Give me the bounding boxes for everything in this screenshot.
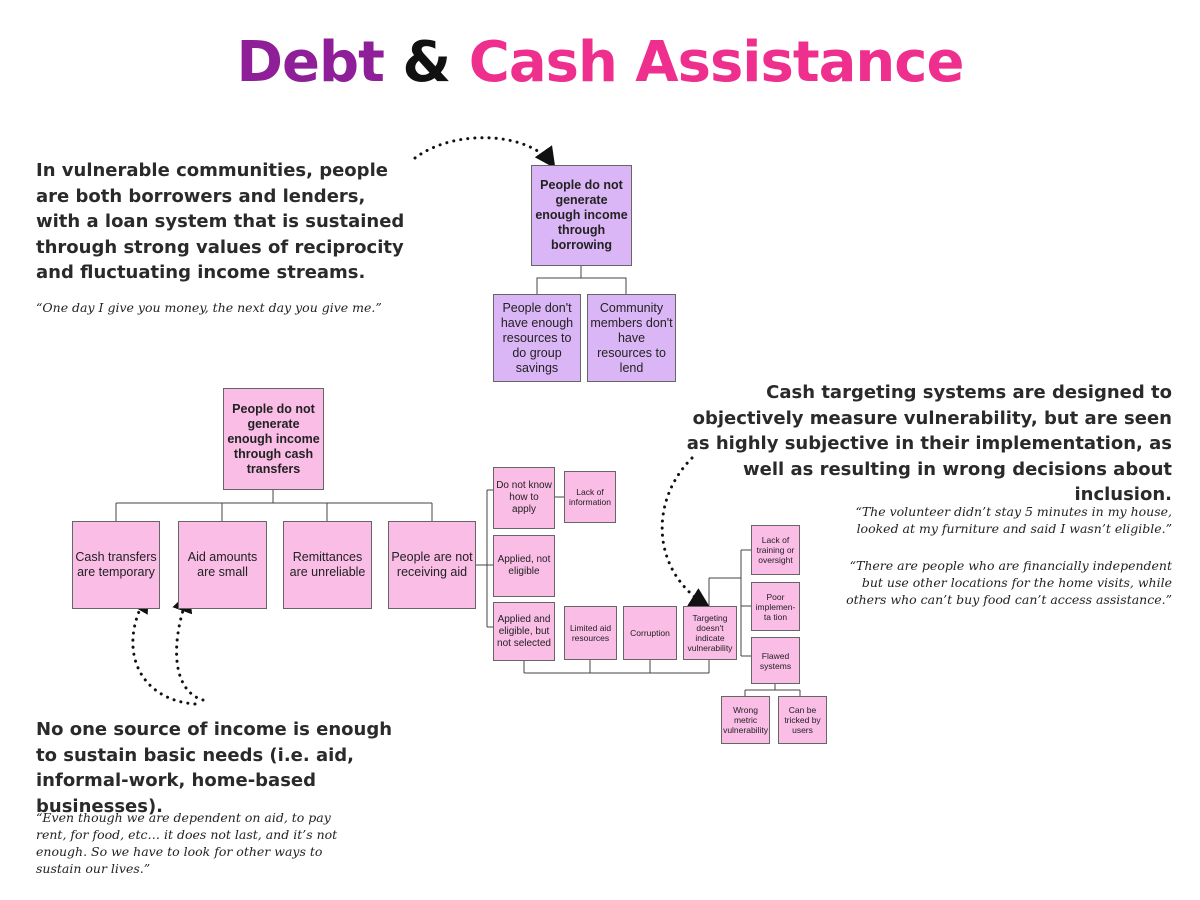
cause-targeting: Targeting doesn't indicate vulnerability: [683, 606, 737, 660]
borrowing-heading: In vulnerable communities, people are bo…: [36, 160, 405, 283]
targeting-quote-1: “The volunteer didn’t stay 5 minutes in …: [855, 504, 1172, 536]
page-title: Debt & Cash Assistance: [0, 28, 1200, 98]
targeting-wrong-metric: Wrong metric vulnerability: [721, 696, 770, 744]
cause-do-not-know: Do not know how to apply: [493, 467, 555, 529]
targeting-poor-implementation: Poor implemen-ta tion: [751, 582, 800, 631]
targeting-flawed-systems: Flawed systems: [751, 637, 800, 684]
cause-lack-info: Lack of information: [564, 471, 616, 523]
cause-applied-not-eligible: Applied, not eligible: [493, 535, 555, 597]
borrowing-child-savings: People don't have enough resources to do…: [493, 294, 581, 382]
targeting-quote-2: “There are people who are financially in…: [846, 558, 1172, 607]
targeting-heading: Cash targeting systems are designed to o…: [686, 382, 1172, 505]
income-quote: “Even though we are dependent on aid, to…: [36, 810, 338, 876]
title-ampersand: &: [402, 30, 451, 95]
title-debt: Debt: [236, 30, 385, 95]
income-heading: No one source of income is enough to sus…: [36, 719, 393, 817]
cause-limited-resources: Limited aid resources: [564, 606, 617, 660]
title-cash-assistance: Cash Assistance: [468, 30, 965, 95]
borrowing-quote: “One day I give you money, the next day …: [36, 300, 382, 315]
cash-child-not-receiving: People are not receiving aid: [388, 521, 476, 609]
cash-root-box: People do not generate enough income thr…: [223, 388, 324, 490]
cash-child-small: Aid amounts are small: [178, 521, 267, 609]
borrowing-root-box: People do not generate enough income thr…: [531, 165, 632, 266]
borrowing-child-lend: Community members don't have resources t…: [587, 294, 676, 382]
targeting-tricked: Can be tricked by users: [778, 696, 827, 744]
cash-child-remittances: Remittances are unreliable: [283, 521, 372, 609]
cause-corruption: Corruption: [623, 606, 677, 660]
cause-applied-eligible: Applied and eligible, but not selected: [493, 602, 555, 661]
cash-child-temporary: Cash transfers are temporary: [72, 521, 160, 609]
targeting-lack-training: Lack of training or oversight: [751, 525, 800, 575]
